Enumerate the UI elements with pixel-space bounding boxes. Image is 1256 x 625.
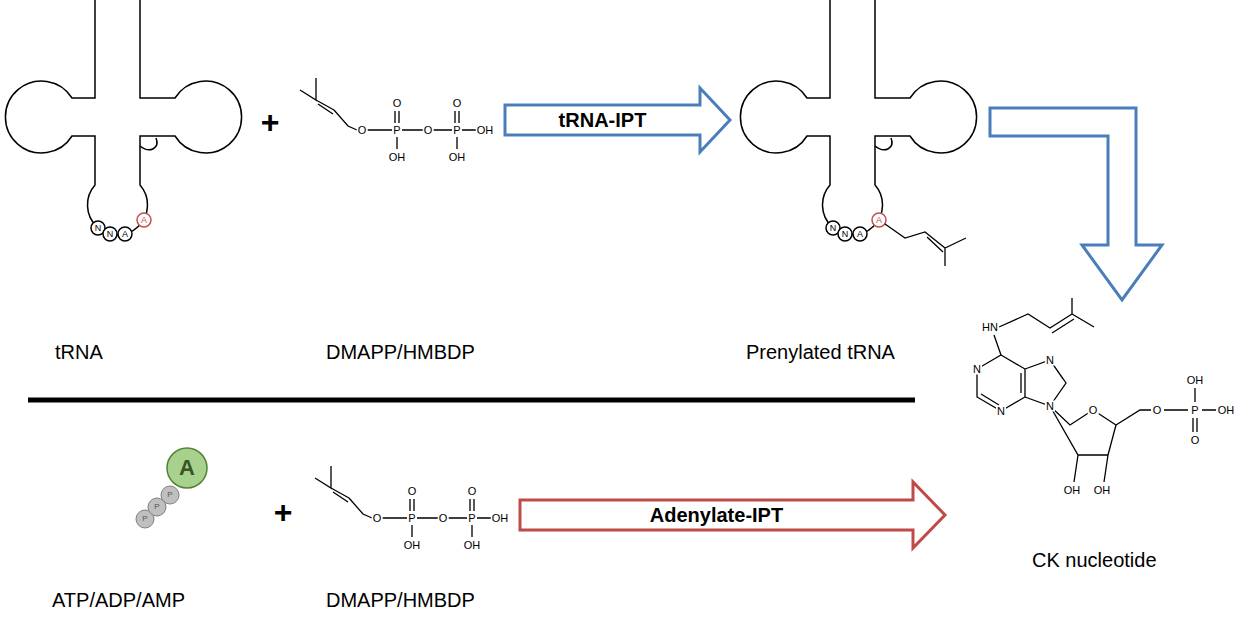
atom-symbol: O (1088, 405, 1099, 416)
item-region: ATP/ADP/AMP (40, 440, 260, 615)
atom-symbol: N (972, 364, 982, 375)
nucleotide-letter: A (857, 230, 863, 239)
dmapp-structure (315, 466, 491, 537)
atom-symbol: OH (1093, 485, 1112, 496)
enzyme-label: Adenylate-IPT (648, 505, 785, 525)
atom-symbol: O (1190, 435, 1201, 446)
atom-symbol: O (1152, 405, 1163, 416)
atom-symbol: OH (1186, 375, 1205, 386)
atom-symbol: OH (448, 152, 467, 163)
nucleotide-letter: N (830, 224, 837, 233)
nucleotide-letter: A (876, 216, 882, 225)
block-arrow (520, 482, 945, 548)
item-region: Prenylated tRNA (730, 0, 990, 365)
nucleotide-letter: N (107, 230, 114, 239)
separator-line (28, 398, 915, 403)
atom-symbol: OH (463, 540, 482, 551)
atom-symbol: P (467, 513, 476, 524)
item-label: ATP/ADP/AMP (52, 588, 185, 612)
item-label: CK nucleotide (1032, 548, 1157, 572)
nucleotide-letter: A (141, 216, 147, 225)
phosphate-letter: P (167, 491, 172, 499)
atom-symbol: OH (1063, 485, 1082, 496)
atom-symbol: O (407, 486, 418, 497)
atom-symbol: N (996, 406, 1006, 417)
atom-symbol: O (423, 125, 434, 136)
nucleotide-letter: N (95, 224, 102, 233)
ck-structure (977, 298, 1216, 482)
atom-symbol: O (467, 486, 478, 497)
atom-symbol: P (452, 125, 461, 136)
nucleotide-letter: N (842, 230, 849, 239)
atom-symbol: N (1045, 355, 1055, 366)
atom-symbol: OH (476, 125, 495, 136)
prenyl-chain (885, 224, 966, 266)
item-label: Prenylated tRNA (746, 340, 895, 364)
atom-symbol: O (452, 98, 463, 109)
plus-sign: + (274, 496, 293, 528)
atom-symbol: OH (491, 513, 510, 524)
item-region: tRNA (0, 0, 250, 365)
atom-symbol: OH (388, 152, 407, 163)
atom-symbol: P (407, 513, 416, 524)
atp-icon (136, 448, 207, 528)
item-label: DMAPP/HMBDP (326, 588, 475, 612)
atom-symbol: O (392, 98, 403, 109)
atom-symbol: O (357, 125, 368, 136)
block-arrow (505, 88, 730, 152)
block-arrow (990, 108, 1162, 300)
atom-symbol: OH (403, 540, 422, 551)
item-label: DMAPP/HMBDP (326, 340, 475, 364)
atom-symbol: OH (1217, 405, 1236, 416)
item-label: tRNA (55, 340, 103, 364)
atom-symbol: O (372, 513, 383, 524)
plus-sign: + (261, 106, 280, 138)
phosphate-letter: P (142, 515, 147, 523)
atom-symbol: N (1045, 401, 1055, 412)
atom-symbol: O (438, 513, 449, 524)
atom-symbol: P (392, 125, 401, 136)
adenine-letter: A (179, 457, 195, 479)
dmapp-structure (300, 78, 476, 149)
trna-cloverleaf (740, 0, 976, 241)
nucleotide-letter: A (122, 230, 128, 239)
phosphate-letter: P (154, 503, 159, 511)
trna-cloverleaf (5, 0, 241, 241)
atom-symbol: HN (981, 322, 999, 333)
enzyme-label: tRNA-IPT (557, 110, 649, 130)
atom-symbol: P (1190, 405, 1199, 416)
